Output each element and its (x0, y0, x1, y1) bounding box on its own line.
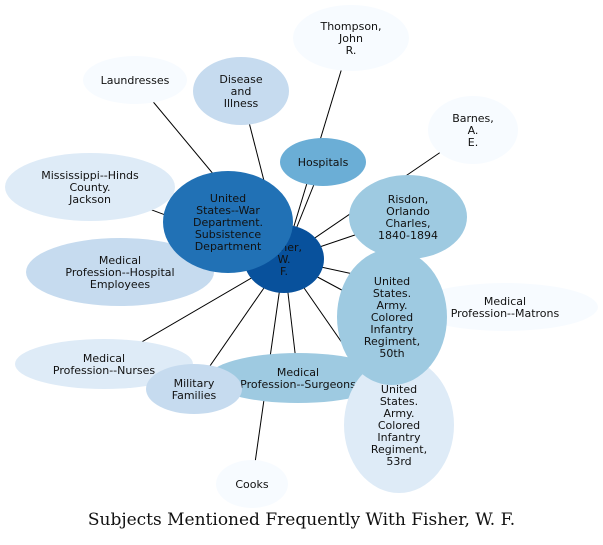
node-regiment-50-shape (337, 249, 447, 385)
node-regiment-50-label-line: Infantry (370, 323, 414, 336)
node-regiment-50-label-line: 50th (379, 347, 404, 360)
node-hospital-employees-label-line: Employees (90, 278, 150, 291)
node-hospital-employees-label-line: Medical (99, 254, 141, 267)
node-mississippi-label-line: Mississippi--Hinds (41, 169, 139, 182)
node-cooks-shape (216, 460, 288, 508)
node-regiment-53-label-line: States. (380, 395, 418, 408)
node-matrons-label-line: Profession--Matrons (451, 307, 560, 320)
node-matrons-shape (412, 283, 598, 331)
node-hospitals-shape (280, 138, 366, 186)
node-hospital-employees-shape (26, 238, 214, 306)
node-risdon-shape (349, 175, 467, 259)
node-regiment-53-label-line: Regiment, (371, 443, 427, 456)
node-hospitals-label-line: Hospitals (298, 156, 349, 169)
node-war-dept-label-line: Department (195, 240, 262, 253)
node-barnes-label-line: Barnes, (452, 112, 494, 125)
node-regiment-50[interactable]: UnitedStates.Army.ColoredInfantryRegimen… (337, 249, 447, 385)
node-mississippi-shape (5, 153, 175, 221)
node-laundresses[interactable]: Laundresses (83, 56, 187, 104)
node-barnes[interactable]: Barnes,A.E. (428, 96, 518, 164)
node-regiment-50-label-line: Colored (371, 311, 413, 324)
node-mississippi-label-line: County. (69, 181, 110, 194)
node-laundresses-label-line: Laundresses (101, 74, 170, 87)
node-military-families-shape (146, 364, 242, 414)
node-barnes-label-line: E. (468, 136, 478, 149)
node-regiment-53-shape (344, 357, 454, 493)
node-thompson-label-line: John (338, 32, 363, 45)
node-surgeons-label-line: Medical (277, 366, 319, 379)
node-war-dept-label-line: States--War (196, 204, 260, 217)
node-disease-label-line: Illness (224, 97, 259, 110)
node-war-dept-label-line: Department. (193, 216, 263, 229)
node-regiment-53[interactable]: UnitedStates.Army.ColoredInfantryRegimen… (344, 357, 454, 493)
node-mississippi-label-line: Jackson (68, 193, 111, 206)
node-hospitals[interactable]: Hospitals (280, 138, 366, 186)
node-nurses-label-line: Profession--Nurses (53, 364, 155, 377)
node-regiment-53-label-line: Colored (378, 419, 420, 432)
node-regiment-50-label-line: Regiment, (364, 335, 420, 348)
node-risdon-label-line: 1840-1894 (378, 229, 438, 242)
node-matrons-label-line: Medical (484, 295, 526, 308)
node-war-dept-shape (163, 171, 293, 273)
node-barnes-shape (428, 96, 518, 164)
node-thompson-shape (293, 5, 409, 71)
node-nurses-label-line: Medical (83, 352, 125, 365)
diagram-caption: Subjects Mentioned Frequently With Fishe… (87, 510, 516, 530)
node-laundresses-shape (83, 56, 187, 104)
node-thompson-label-line: R. (346, 44, 357, 57)
node-cooks[interactable]: Cooks (216, 460, 288, 508)
node-fisher-label-line: W. (277, 253, 290, 266)
node-disease-shape (193, 57, 289, 125)
node-barnes-label-line: A. (468, 124, 479, 137)
node-disease-label-line: and (231, 85, 252, 98)
node-war-dept-label-line: United (210, 192, 246, 205)
node-war-dept-label-line: Subsistence (195, 228, 262, 241)
node-regiment-53-label-line: 53rd (386, 455, 411, 468)
node-regiment-53-label-line: Infantry (377, 431, 421, 444)
node-risdon-label-line: Risdon, (388, 193, 429, 206)
node-hospital-employees-label-line: Profession--Hospital (65, 266, 174, 279)
node-risdon-label-line: Charles, (386, 217, 431, 230)
node-nurses-shape (15, 339, 193, 389)
node-thompson-label-line: Thompson, (319, 20, 381, 33)
node-regiment-50-label-line: United (374, 275, 410, 288)
node-risdon-label-line: Orlando (386, 205, 430, 218)
node-surgeons-label-line: Profession--Surgeons (240, 378, 356, 391)
node-war-dept[interactable]: UnitedStates--WarDepartment.SubsistenceD… (163, 171, 293, 273)
node-military-families-label-line: Military (174, 377, 215, 390)
node-regiment-50-label-line: Army. (376, 299, 407, 312)
node-regiment-53-label-line: Army. (383, 407, 414, 420)
node-fisher-label-line: F. (280, 265, 288, 278)
node-cooks-label-line: Cooks (235, 478, 269, 491)
node-regiment-53-label-line: United (381, 383, 417, 396)
node-disease-label-line: Disease (219, 73, 262, 86)
node-regiment-50-label-line: States. (373, 287, 411, 300)
node-military-families-label-line: Families (172, 389, 217, 402)
node-surgeons-shape (208, 353, 388, 403)
